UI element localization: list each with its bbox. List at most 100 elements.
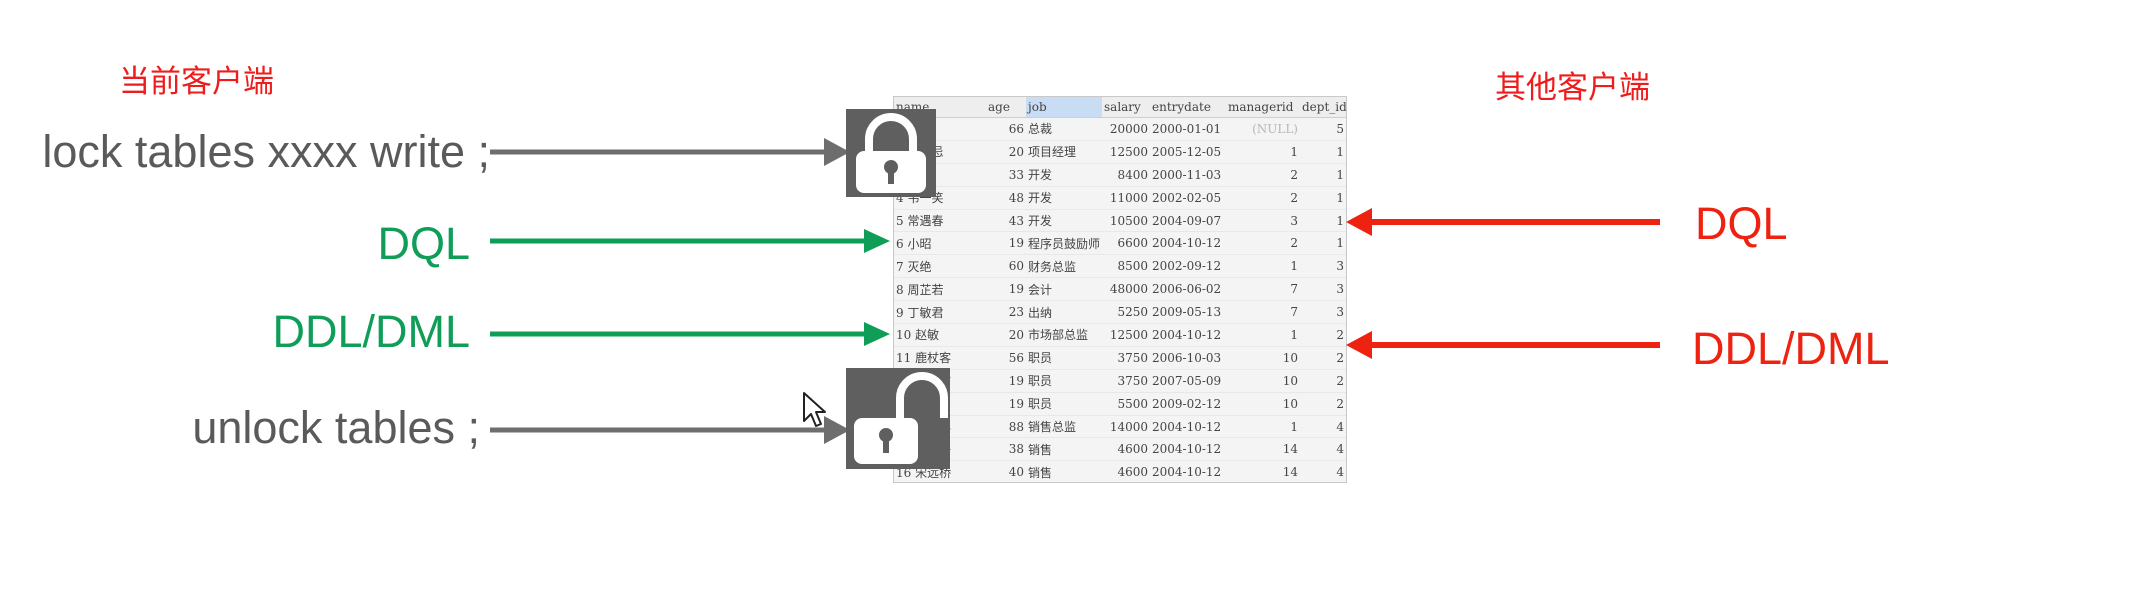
table-cell: 5500 bbox=[1102, 392, 1150, 416]
table-cell: 1 bbox=[1226, 140, 1300, 164]
table-cell: 8500 bbox=[1102, 254, 1150, 279]
table-row: 1 金庸66总裁200002000-01-01(NULL)5 bbox=[894, 117, 1346, 141]
table-cell: 4600 bbox=[1102, 437, 1150, 462]
table-cell: 19 bbox=[986, 392, 1026, 416]
table-cell: 2000-11-03 bbox=[1150, 163, 1226, 187]
table-cell: 7 灭绝 bbox=[894, 254, 986, 279]
table-cell: 88 bbox=[986, 415, 1026, 439]
table-cell: 11 鹿杖客 bbox=[894, 346, 986, 370]
table-header-age: age bbox=[986, 97, 1026, 118]
table-cell: 1 bbox=[1226, 254, 1300, 279]
table-cell: 出纳 bbox=[1026, 300, 1102, 325]
table-cell: 5250 bbox=[1102, 300, 1150, 325]
table-cell: 2004-10-12 bbox=[1150, 437, 1226, 462]
right-ddl-dml-label: DDL/DML bbox=[1692, 323, 1890, 374]
table-header-salary: salary bbox=[1102, 97, 1150, 118]
table-cell: 2002-09-12 bbox=[1150, 254, 1226, 279]
table-cell: 5 常遇春 bbox=[894, 209, 986, 233]
table-cell: 8 周芷若 bbox=[894, 277, 986, 302]
table-cell: 43 bbox=[986, 209, 1026, 233]
table-cell: 40 bbox=[986, 460, 1026, 482]
table-cell: 20 bbox=[986, 323, 1026, 347]
table-cell: 2006-06-02 bbox=[1150, 277, 1226, 302]
table-cell: 5 bbox=[1300, 117, 1346, 141]
unlock-tables-command: unlock tables ; bbox=[192, 402, 480, 453]
table-cell: 2004-10-12 bbox=[1150, 323, 1226, 347]
table-cell: 1 bbox=[1300, 209, 1346, 233]
table-cell: 财务总监 bbox=[1026, 254, 1102, 279]
table-cell: 开发 bbox=[1026, 186, 1102, 210]
table-header-job: job bbox=[1026, 97, 1102, 118]
lock-tables-command: lock tables xxxx write ; bbox=[42, 126, 490, 177]
table-cell: 项目经理 bbox=[1026, 140, 1102, 164]
table-cell: 程序员鼓励师 bbox=[1026, 231, 1102, 256]
table-cell: 14000 bbox=[1102, 415, 1150, 439]
table-cell: 1 bbox=[1300, 186, 1346, 210]
table-cell: 4 bbox=[1300, 415, 1346, 439]
table-cell: 10 bbox=[1226, 346, 1300, 370]
table-cell: 2004-10-12 bbox=[1150, 231, 1226, 256]
padlock-open-icon bbox=[846, 368, 950, 469]
table-cell: 10 bbox=[1226, 369, 1300, 393]
table-cell: 职员 bbox=[1026, 392, 1102, 416]
table-header-dept_id: dept_id bbox=[1300, 97, 1346, 118]
table-cell: 2005-12-05 bbox=[1150, 140, 1226, 164]
table-cell: 职员 bbox=[1026, 346, 1102, 370]
table-cell: 4600 bbox=[1102, 460, 1150, 482]
right-dql-label: DQL bbox=[1695, 198, 1788, 249]
table-cell: 1 bbox=[1226, 415, 1300, 439]
table-cell: 职员 bbox=[1026, 369, 1102, 393]
table-cell: 4 bbox=[1300, 437, 1346, 462]
table-cell: 2 bbox=[1300, 346, 1346, 370]
table-cell: 3 bbox=[1300, 254, 1346, 279]
table-cell: 销售 bbox=[1026, 460, 1102, 482]
table-cell: 会计 bbox=[1026, 277, 1102, 302]
table-cell: 60 bbox=[986, 254, 1026, 279]
table-cell: 2 bbox=[1226, 231, 1300, 256]
table-cell: 9 丁敏君 bbox=[894, 300, 986, 325]
table-header-managerid: managerid bbox=[1226, 97, 1300, 118]
table-cell: 总裁 bbox=[1026, 117, 1102, 141]
table-cell: 开发 bbox=[1026, 163, 1102, 187]
table-cell: 3 bbox=[1300, 277, 1346, 302]
table-cell: 销售总监 bbox=[1026, 415, 1102, 439]
other-client-label: 其他客户端 bbox=[1495, 70, 1650, 106]
table-cell: 6600 bbox=[1102, 231, 1150, 256]
table-cell: 20000 bbox=[1102, 117, 1150, 141]
table-cell: 11000 bbox=[1102, 186, 1150, 210]
table-cell: 14 bbox=[1226, 437, 1300, 462]
table-cell: 56 bbox=[986, 346, 1026, 370]
table-cell: 2 bbox=[1300, 323, 1346, 347]
table-cell: 10500 bbox=[1102, 209, 1150, 233]
left-ddl-dml-label: DDL/DML bbox=[272, 306, 470, 357]
table-cell: 20 bbox=[986, 140, 1026, 164]
table-cell: 12500 bbox=[1102, 323, 1150, 347]
table-cell: 2002-02-05 bbox=[1150, 186, 1226, 210]
table-cell: 23 bbox=[986, 300, 1026, 325]
table-cell: 8400 bbox=[1102, 163, 1150, 187]
table-cell: 1 bbox=[1300, 163, 1346, 187]
table-cell: 12500 bbox=[1102, 140, 1150, 164]
table-cell: 2 bbox=[1300, 392, 1346, 416]
table-body: 1 金庸66总裁200002000-01-01(NULL)52 张无忌20项目经… bbox=[894, 117, 1346, 482]
lock-arrow bbox=[490, 138, 850, 166]
table-cell: 1 bbox=[1300, 140, 1346, 164]
table-cell: 2004-10-12 bbox=[1150, 415, 1226, 439]
table-header-entrydate: entrydate bbox=[1150, 97, 1226, 118]
table-cell: 2 bbox=[1226, 186, 1300, 210]
right-dql-arrow bbox=[1346, 208, 1660, 236]
table-cell: 19 bbox=[986, 231, 1026, 256]
